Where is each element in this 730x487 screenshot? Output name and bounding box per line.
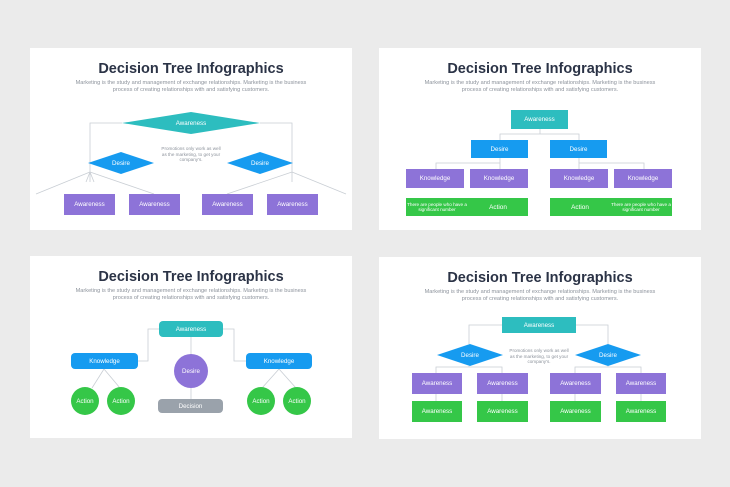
awareness-box: Awareness — [64, 194, 115, 215]
slide-decision-tree-2: Decision Tree Infographics Marketing is … — [379, 48, 701, 230]
action-note: There are people who have a significant … — [611, 201, 671, 212]
knowledge-box-right: Knowledge — [246, 353, 312, 369]
awareness-box: Awareness — [502, 317, 576, 333]
slide-decision-tree-3: Decision Tree Infographics Marketing is … — [30, 256, 352, 438]
slide-subtitle: Marketing is the study and management of… — [75, 80, 307, 93]
action-circle: Action — [247, 387, 275, 415]
diamond-label: Desire — [112, 159, 130, 167]
diamond-label: Desire — [461, 351, 479, 359]
desire-diamond-right: Desire — [575, 344, 641, 366]
promotions-note: Promotions only work as well as the mark… — [161, 146, 221, 163]
action-circle: Action — [283, 387, 311, 415]
slide-decision-tree-4: Decision Tree Infographics Marketing is … — [379, 257, 701, 439]
desire-diamond-left: Desire — [88, 152, 154, 174]
diamond-label: Desire — [251, 159, 269, 167]
slide-title: Decision Tree Infographics — [447, 270, 633, 286]
slide-title: Decision Tree Infographics — [447, 61, 633, 77]
awareness-box: Awareness — [202, 194, 253, 215]
desire-box-left: Desire — [471, 140, 528, 158]
desire-diamond-left: Desire — [437, 344, 503, 366]
decision-box: Decision — [158, 399, 223, 413]
desire-box-right: Desire — [550, 140, 607, 158]
diamond-label: Desire — [599, 351, 617, 359]
connector-lines — [435, 129, 645, 169]
slide-subtitle: Marketing is the study and management of… — [424, 80, 656, 93]
connector-lines — [435, 324, 642, 401]
awareness-diamond: Awareness — [122, 112, 260, 134]
slide-subtitle: Marketing is the study and management of… — [75, 288, 307, 301]
awareness-box: Awareness — [616, 373, 666, 394]
awareness-green-box: Awareness — [477, 401, 528, 422]
knowledge-box: Knowledge — [470, 169, 528, 188]
slide-subtitle: Marketing is the study and management of… — [424, 289, 656, 302]
awareness-green-box: Awareness — [550, 401, 601, 422]
knowledge-box: Knowledge — [614, 169, 672, 188]
awareness-green-box: Awareness — [616, 401, 666, 422]
awareness-box: Awareness — [550, 373, 601, 394]
connector-lines — [91, 328, 297, 399]
diamond-label: Awareness — [175, 119, 207, 127]
awareness-box: Awareness — [511, 110, 568, 129]
action-label: Action — [571, 203, 589, 211]
slide-decision-tree-1: Decision Tree Infographics Marketing is … — [30, 48, 352, 230]
slide-title: Decision Tree Infographics — [98, 269, 284, 285]
action-circle: Action — [71, 387, 99, 415]
knowledge-box-left: Knowledge — [71, 353, 138, 369]
awareness-box: Awareness — [129, 194, 180, 215]
desire-circle: Desire — [174, 354, 208, 388]
action-circle: Action — [107, 387, 135, 415]
action-note: There are people who have a significant … — [407, 201, 467, 212]
knowledge-box: Knowledge — [406, 169, 464, 188]
slide-title: Decision Tree Infographics — [98, 61, 284, 77]
awareness-box: Awareness — [267, 194, 318, 215]
desire-diamond-right: Desire — [227, 152, 293, 174]
action-row-right: Action There are people who have a signi… — [550, 198, 672, 216]
knowledge-box: Knowledge — [550, 169, 608, 188]
action-label: Action — [489, 203, 507, 211]
awareness-box: Awareness — [159, 321, 223, 337]
connector-lines — [35, 122, 347, 195]
awareness-box: Awareness — [412, 373, 462, 394]
awareness-box: Awareness — [477, 373, 528, 394]
action-row-left: There are people who have a significant … — [406, 198, 528, 216]
promotions-note: Promotions only work as well as the mark… — [509, 348, 569, 365]
awareness-green-box: Awareness — [412, 401, 462, 422]
